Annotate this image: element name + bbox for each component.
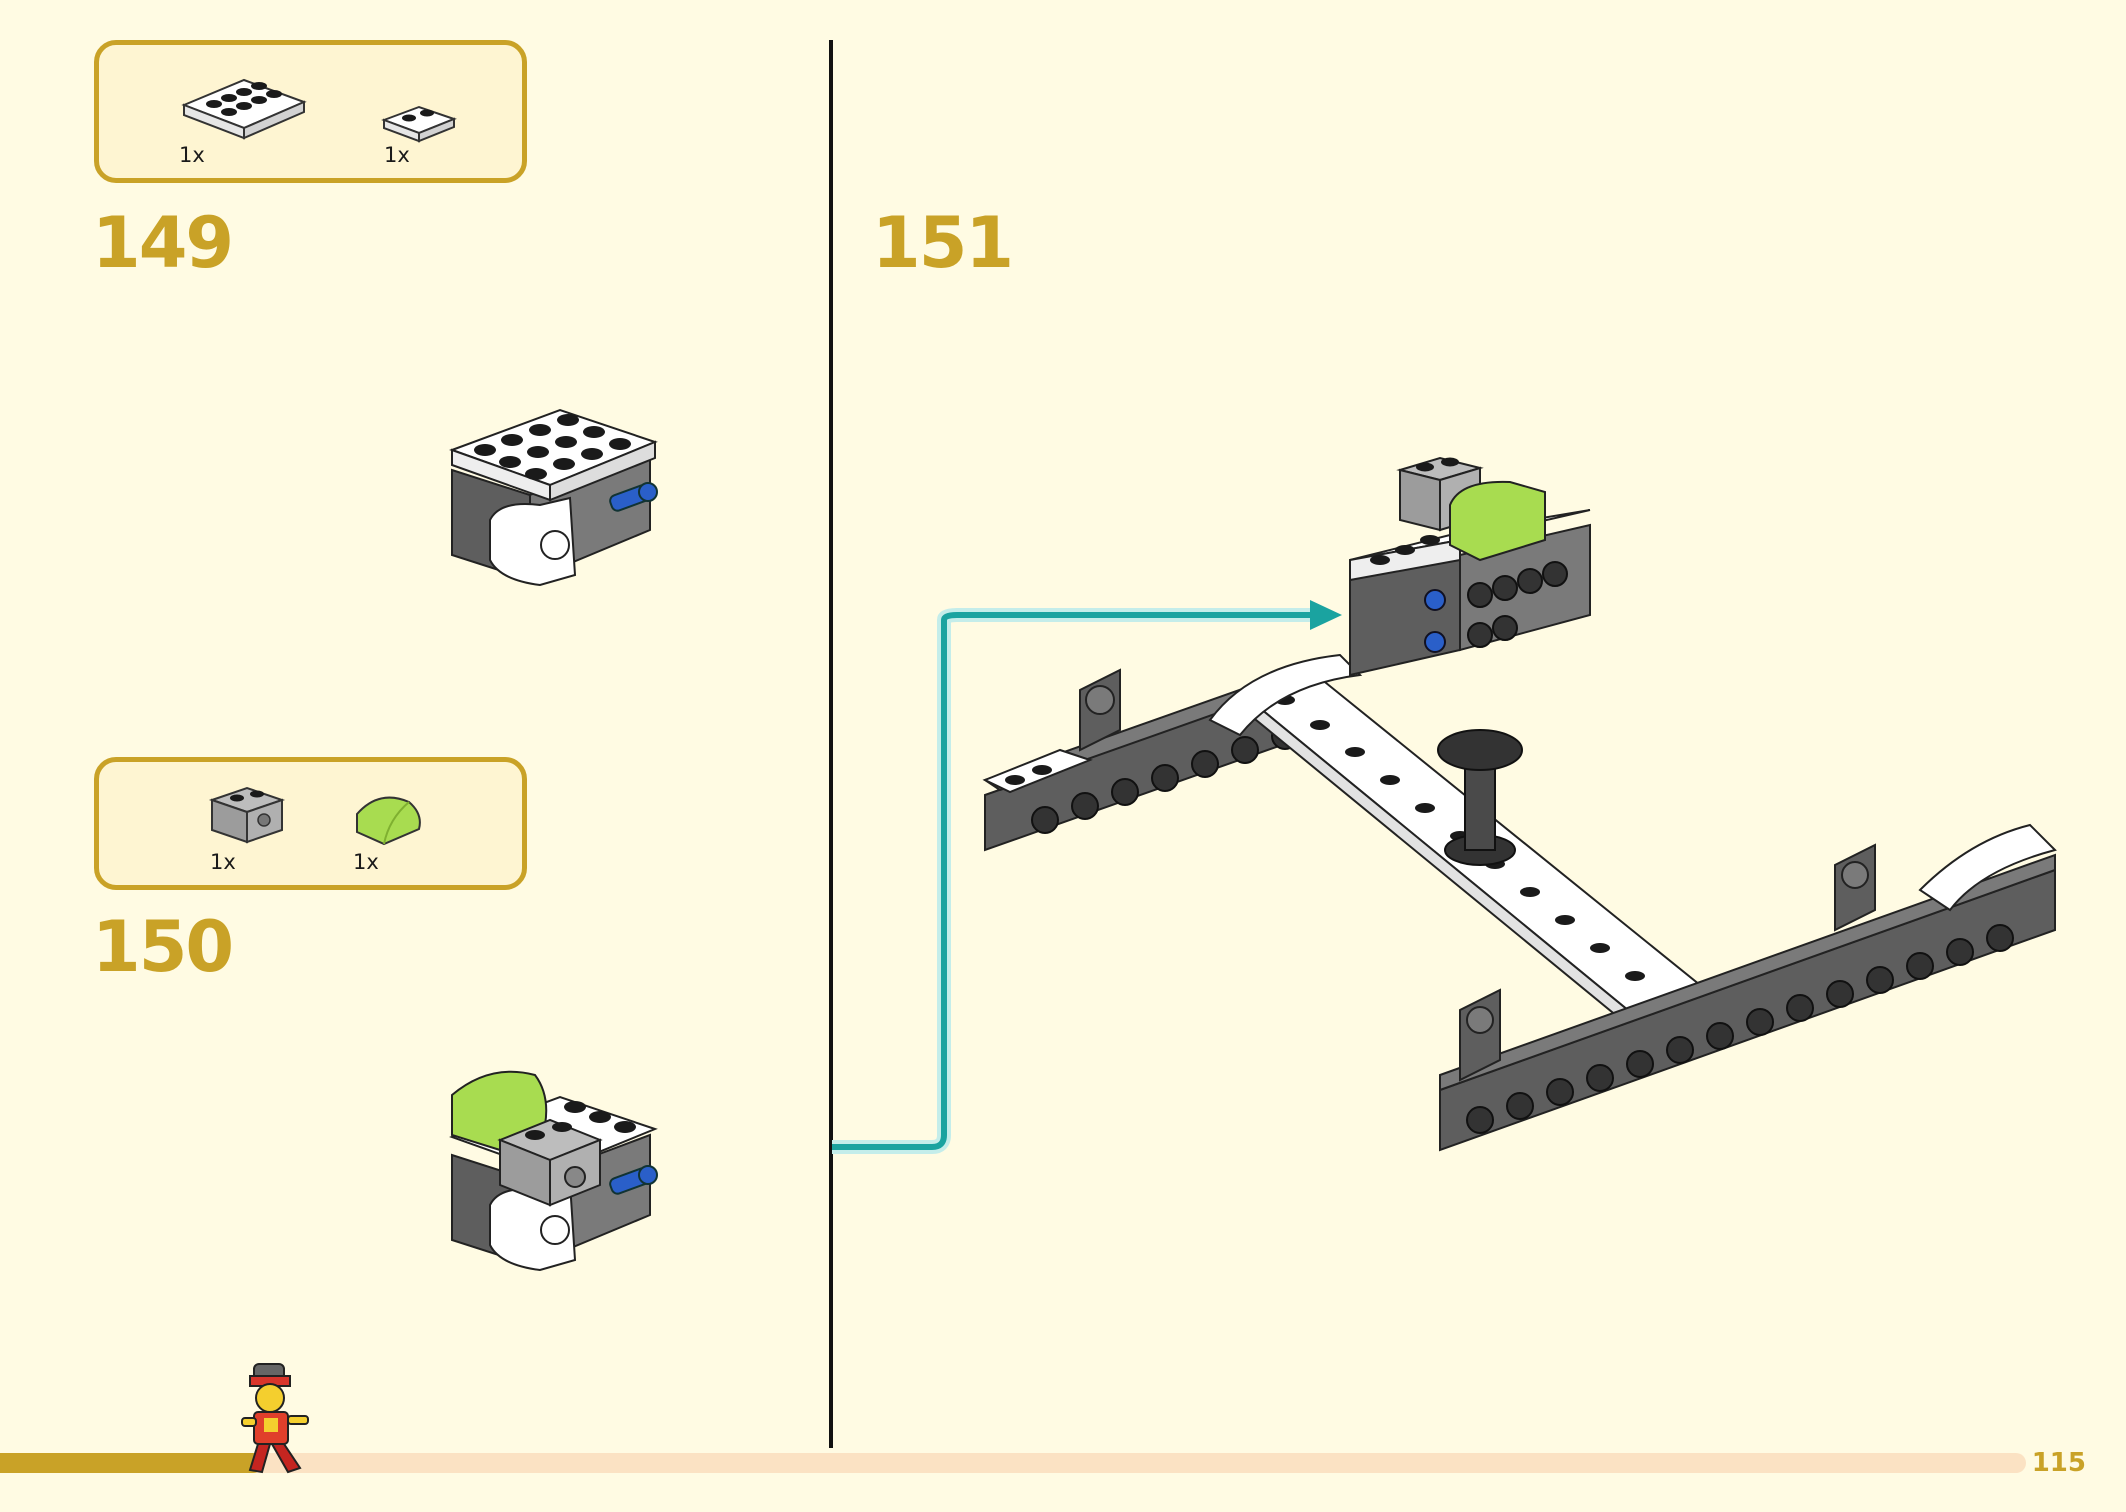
part-qty: 1x xyxy=(384,143,410,167)
part-qty: 1x xyxy=(210,850,236,874)
lime-curved-slope-icon xyxy=(356,796,421,846)
white-plate-2x4-icon xyxy=(181,78,307,140)
white-plate-1x2-icon xyxy=(381,105,457,143)
part-qty: 1x xyxy=(353,850,379,874)
step-number-151: 151 xyxy=(872,202,1014,284)
assembly-150-illustration xyxy=(449,1070,658,1272)
build-progress-fill xyxy=(0,1453,263,1473)
part-qty: 1x xyxy=(179,143,205,167)
parts-callout-150: 1x 1x xyxy=(94,757,527,890)
assembly-149-illustration xyxy=(449,408,658,587)
parts-callout-149: 1x 1x xyxy=(94,40,527,183)
step-number-150: 150 xyxy=(92,906,234,988)
step-number-149: 149 xyxy=(92,202,234,284)
page-number: 115 xyxy=(2031,1448,2086,1478)
build-progress-bar xyxy=(0,1453,2026,1473)
minifigure-mascot-icon xyxy=(241,1363,309,1474)
column-divider xyxy=(829,40,833,1448)
grey-technic-brick-1x2-icon xyxy=(208,786,286,844)
assembly-151-illustration xyxy=(982,456,2057,1152)
assembly-arrow xyxy=(832,600,1342,1154)
